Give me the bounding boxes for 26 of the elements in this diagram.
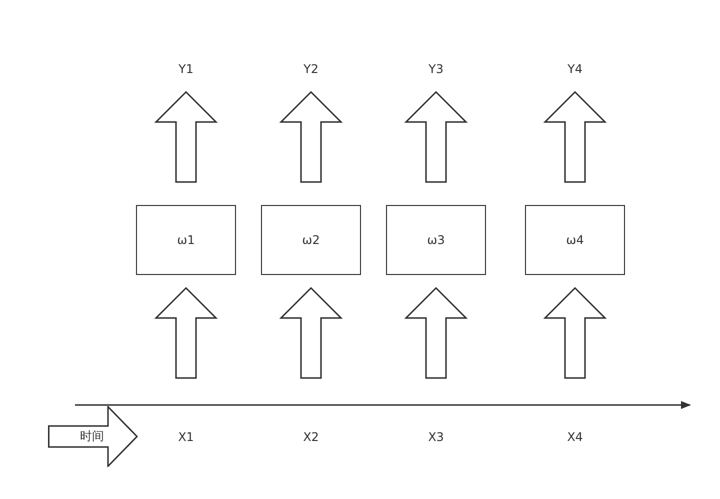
process-box — [386, 205, 486, 275]
box-label: ω1 — [177, 233, 195, 247]
block-arrow — [279, 286, 343, 379]
process-box — [136, 205, 236, 275]
block-arrow — [543, 90, 607, 183]
process-box — [261, 205, 361, 275]
variable-label: Y4 — [568, 62, 582, 76]
box-label: ω2 — [302, 233, 320, 247]
box-label: ω4 — [566, 233, 584, 247]
block-arrow — [154, 286, 218, 379]
variable-label: Y3 — [428, 62, 444, 76]
box-label: ω3 — [427, 233, 445, 247]
variable-label: X3 — [428, 430, 444, 444]
variable-label: Y2 — [304, 62, 318, 76]
block-arrow-shape — [48, 406, 138, 467]
time-label: 时间 — [80, 428, 104, 445]
block-arrow — [543, 286, 607, 379]
block-arrow — [154, 90, 218, 183]
block-arrow — [404, 286, 468, 379]
variable-label: Y1 — [178, 62, 194, 76]
block-arrow — [279, 90, 343, 183]
process-box — [525, 205, 625, 275]
variable-label: X2 — [303, 430, 319, 444]
variable-label: X4 — [567, 430, 583, 444]
block-arrow — [404, 90, 468, 183]
variable-label: X1 — [178, 430, 194, 444]
